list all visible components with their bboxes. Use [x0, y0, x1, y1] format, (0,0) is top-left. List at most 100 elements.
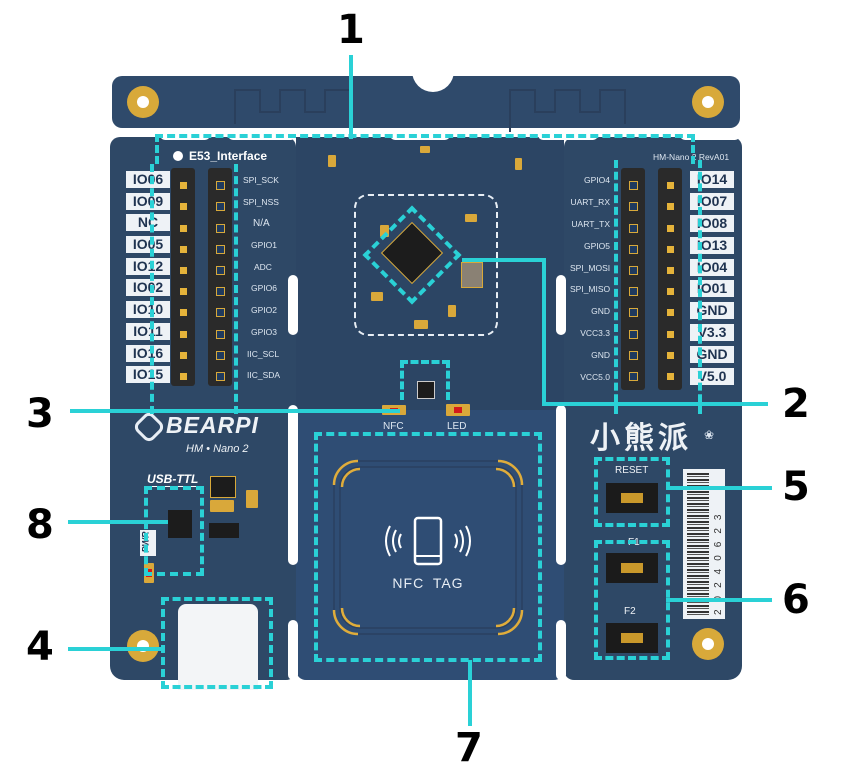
signal-label: GPIO6 [251, 283, 277, 294]
pin-label: IO15 [126, 366, 170, 384]
signal-label: GND [591, 306, 610, 317]
left-signal-labels: SPI_SCK SPI_NSS N/A GPIO1 ADC GPIO6 GPIO… [243, 175, 280, 392]
pin-label: IO10 [126, 301, 170, 319]
region-7-nfc-tag [314, 432, 542, 662]
led-label: LED [447, 421, 467, 432]
signal-label: GND [591, 350, 610, 361]
signal-label: ADC [254, 261, 272, 272]
smd-component [515, 158, 522, 170]
reset-button-label: RESET [615, 465, 649, 476]
leader-line-4 [68, 647, 164, 651]
signal-label: GPIO3 [251, 326, 277, 337]
signal-label: IIC_SCL [247, 348, 280, 359]
region-6-function-buttons [594, 540, 670, 660]
right-pin-header-outer [658, 168, 682, 390]
signal-label: GPIO2 [251, 305, 277, 316]
board-slot [556, 275, 566, 335]
pin-label: IO16 [126, 344, 170, 362]
pin-label: IO09 [126, 192, 170, 210]
signal-label: UART_RX [570, 196, 610, 207]
board-slot [556, 620, 566, 680]
pin-label: IO12 [126, 257, 170, 275]
smd-component [420, 146, 430, 153]
callout-6: 6 [782, 577, 810, 623]
board-slot [288, 275, 298, 335]
region-5-reset [594, 457, 670, 527]
reset-button[interactable] [606, 483, 658, 513]
pin-label: IO05 [126, 236, 170, 254]
left-pin-header-outer [171, 168, 195, 386]
f1-button[interactable] [606, 553, 658, 583]
mounting-hole [692, 628, 724, 660]
regulator-chip [209, 523, 239, 538]
nfc-label: NFC [383, 421, 404, 432]
pin1-marker-icon [173, 151, 183, 161]
signal-label: GPIO4 [584, 175, 610, 185]
board-slot [288, 405, 298, 565]
interface-label: E53_Interface [189, 149, 268, 163]
board-notch [412, 70, 454, 92]
pin-label: IO02 [126, 279, 170, 297]
leader-line-3 [70, 409, 400, 413]
right-signal-labels: GPIO4 UART_RX UART_TX GPIO5 SPI_MOSI SPI… [570, 175, 610, 394]
usb-ttl-chip [168, 510, 192, 538]
region-1-antenna [155, 134, 695, 164]
leader-line-1 [349, 55, 353, 139]
leader-line-7 [468, 660, 472, 726]
signal-label: UART_TX [571, 218, 610, 229]
callout-5: 5 [782, 464, 810, 510]
mcu-shield-outline [354, 194, 498, 336]
signal-label: SPI_NSS [243, 196, 279, 207]
leader-line-5 [666, 486, 772, 490]
brand-subtitle: HM • Nano 2 [186, 443, 249, 455]
signal-label: SPI_MISO [570, 284, 611, 295]
signal-label: GPIO1 [251, 240, 277, 251]
usb-c-connector[interactable] [178, 604, 258, 690]
smd-component [246, 490, 258, 508]
antenna-trace [234, 89, 626, 132]
pin-label: IO06 [126, 171, 170, 188]
f2-button-label: F2 [624, 606, 636, 617]
bear-mark-icon: ❀ [704, 428, 715, 442]
callout-1: 1 [337, 7, 365, 53]
smd-component [465, 214, 477, 222]
pin-label: IO11 [126, 322, 170, 340]
callout-7: 7 [455, 725, 483, 771]
signal-label: IIC_SDA [247, 370, 281, 381]
signal-label: SPI_SCK [243, 175, 279, 185]
region-8-usb-ttl [144, 486, 204, 576]
brand-name: BEARPI [166, 412, 259, 438]
smd-component [380, 225, 389, 237]
leader-line-2 [542, 402, 768, 406]
f2-button[interactable] [606, 623, 658, 653]
left-pin-labels: IO06 IO09 NC IO05 IO12 IO02 IO10 IO11 IO… [126, 171, 170, 384]
nfc-tag-label: NFC TAG [392, 575, 464, 591]
usb-ttl-label: USB-TTL [147, 472, 199, 487]
mounting-hole [692, 86, 724, 118]
signal-label: N/A [253, 218, 270, 230]
barcode-bars [687, 473, 709, 615]
smd-component [210, 500, 234, 512]
right-pin-header-inner [621, 168, 645, 390]
leader-line-2 [462, 258, 546, 262]
callout-4: 4 [26, 624, 54, 670]
region-3-nfc-led [400, 360, 450, 400]
phone-nfc-icon [385, 516, 471, 566]
board-slot [288, 620, 298, 680]
signal-label: SPI_MOSI [570, 262, 611, 273]
leader-line-8 [68, 520, 168, 524]
mounting-hole [127, 86, 159, 118]
leader-line-2 [542, 258, 546, 406]
nfc-antenna-coil [332, 459, 524, 636]
left-pin-header-inner [208, 168, 232, 386]
callout-8: 8 [26, 502, 54, 548]
signal-label: VCC3.3 [580, 328, 610, 339]
region-4-usb-c [161, 597, 273, 689]
barcode: 20240623 [683, 469, 725, 619]
signal-label: GPIO5 [584, 240, 610, 251]
brand-chinese: 小熊派 [590, 422, 692, 455]
inductor [210, 476, 236, 498]
smd-component [414, 320, 428, 329]
region-right-header [614, 160, 702, 414]
board-slot [680, 130, 740, 140]
